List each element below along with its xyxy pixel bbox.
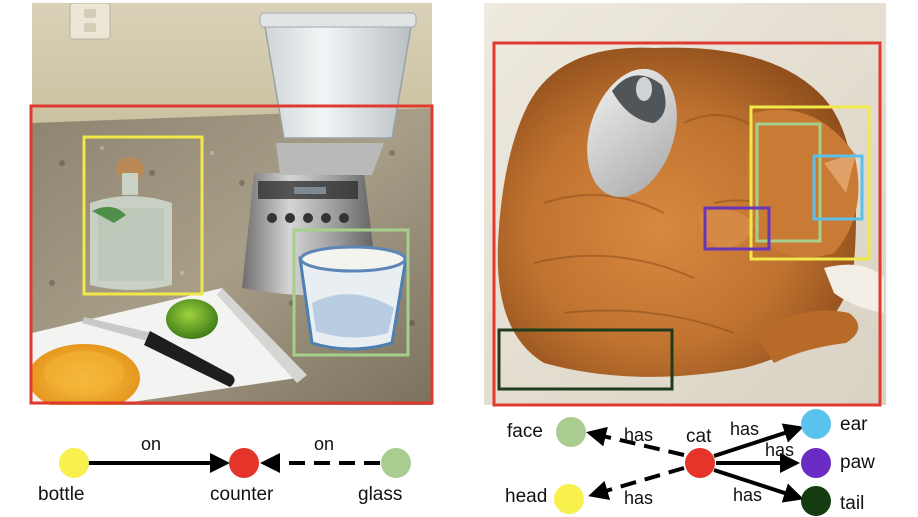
node-label-head: head: [505, 486, 548, 507]
kitchen-photo: [32, 3, 432, 405]
node-label-face: face: [507, 421, 543, 442]
edge-label-cat-tail: has: [733, 485, 763, 505]
node-label-glass: glass: [358, 484, 403, 505]
cat-photo: [484, 3, 886, 405]
node-head: [554, 484, 584, 514]
node-glass: [381, 448, 411, 478]
node-tail: [801, 486, 831, 516]
edge-label-glass-counter: on: [314, 434, 335, 454]
node-ear: [801, 409, 831, 439]
node-label-bottle: bottle: [38, 484, 85, 505]
node-bottle: [59, 448, 89, 478]
kitchen-scene: [32, 3, 432, 405]
node-label-ear: ear: [840, 414, 868, 435]
cat-scene: [484, 3, 886, 405]
node-cat: [685, 448, 715, 478]
node-label-cat: cat: [686, 426, 712, 447]
node-label-tail: tail: [840, 493, 865, 514]
edge-label-bottle-counter: on: [141, 434, 162, 454]
edge-label-cat-head: has: [624, 488, 654, 508]
edge-label-cat-paw: has: [765, 440, 795, 460]
edge-label-cat-face: has: [624, 425, 654, 445]
node-counter: [229, 448, 259, 478]
node-label-paw: paw: [840, 452, 875, 473]
node-face: [556, 417, 586, 447]
edge-label-cat-ear: has: [730, 419, 760, 439]
node-label-counter: counter: [210, 484, 274, 505]
node-paw: [801, 448, 831, 478]
